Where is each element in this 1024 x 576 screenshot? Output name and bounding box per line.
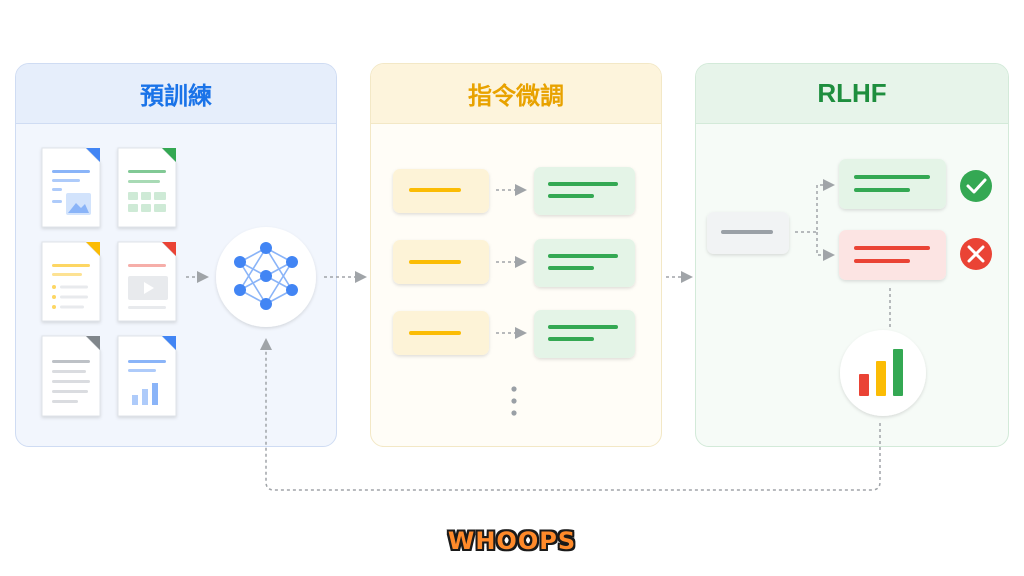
cross-icon (960, 238, 992, 270)
document-icon (117, 241, 177, 322)
bar-chart-icon (840, 330, 926, 416)
instruction-pair-1 (393, 167, 635, 215)
document-icon (41, 335, 101, 417)
more-dots (511, 386, 517, 416)
instruction-pair-3 (393, 310, 635, 358)
prompt-box (707, 212, 789, 254)
branch-connector (795, 179, 835, 261)
table-icon (128, 192, 166, 212)
video-icon (128, 276, 168, 300)
feedback-loop-arrow (260, 338, 881, 491)
rejected-response (839, 230, 946, 280)
watermark: WHOOPS (447, 527, 577, 555)
check-icon (960, 170, 992, 202)
rlhf-title: RLHF (696, 64, 1008, 124)
instruction-pair-2 (393, 239, 635, 287)
document-icon (117, 335, 177, 417)
document-icon (41, 241, 101, 322)
document-icon (41, 147, 101, 228)
preferred-response (839, 159, 946, 209)
document-icon (117, 147, 177, 228)
pretraining-title: 預訓練 (16, 64, 336, 124)
instruction-tuning-title: 指令微調 (371, 64, 661, 124)
image-icon (66, 193, 91, 215)
neural-network-icon (216, 227, 316, 327)
